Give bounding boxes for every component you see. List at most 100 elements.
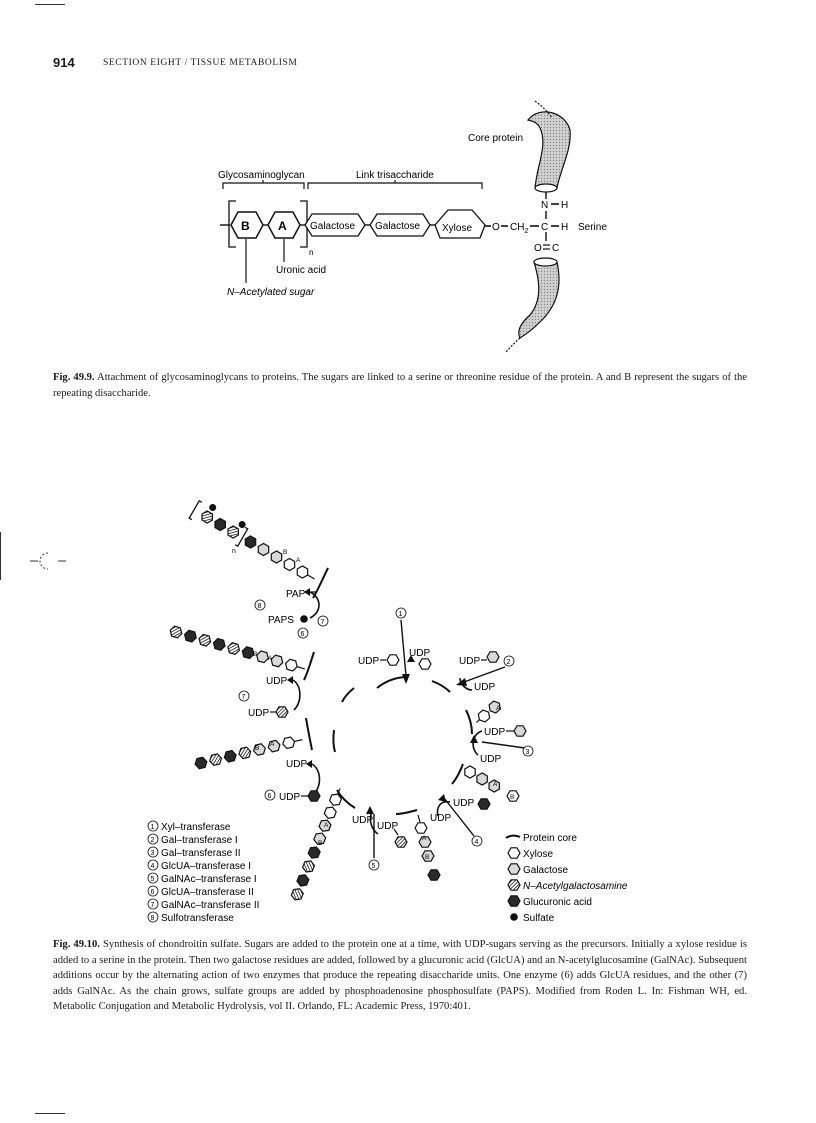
margin-mark xyxy=(0,532,1,580)
figure-49-9-caption: Fig. 49.9. Attachment of glycosaminoglyc… xyxy=(53,372,747,399)
protein-core-1 xyxy=(312,567,329,599)
enzyme-list: 1 Xyl–transferase 2 Gal–transferase I 3 … xyxy=(147,820,259,924)
chain1-subscript-n: n xyxy=(232,548,236,555)
crop-mark-top xyxy=(35,4,65,5)
chain-right-1 xyxy=(475,698,504,725)
enzyme-7: GalNAc–transferase II xyxy=(161,900,259,911)
uronic-acid-label: Uronic acid xyxy=(276,265,326,276)
udp-3a: UDP xyxy=(484,727,505,738)
udp-7b: UDP xyxy=(248,708,269,719)
enzyme-3: Gal–transferase II xyxy=(161,848,240,859)
svg-text:A: A xyxy=(496,705,501,712)
chain-3 xyxy=(193,735,303,771)
glycosaminoglycan-label: Glycosaminoglycan xyxy=(218,170,305,181)
co-o: O xyxy=(534,243,542,254)
udp-2b: UDP xyxy=(474,682,495,693)
svg-text:7: 7 xyxy=(321,619,325,626)
svg-text:A: A xyxy=(493,781,498,788)
udp-2a: UDP xyxy=(459,656,480,667)
crop-mark-bottom xyxy=(35,1113,65,1114)
svg-text:5: 5 xyxy=(372,863,376,870)
paps-label: PAPS xyxy=(268,615,294,626)
xylose xyxy=(434,209,486,239)
sugar-a-label: A xyxy=(278,219,287,233)
udp-6b: UDP xyxy=(279,792,300,803)
link-bracket xyxy=(307,182,483,189)
svg-text:4: 4 xyxy=(151,863,155,870)
enzyme-6: GlcUA–transferase II xyxy=(161,887,254,898)
svg-text:7: 7 xyxy=(242,694,246,701)
svg-text:8: 8 xyxy=(258,603,262,610)
udp-3b: UDP xyxy=(480,754,501,765)
legend-sulfate: Sulfate xyxy=(523,913,555,924)
udp-4b: UDP xyxy=(430,813,451,824)
atom-ch2: CH2 xyxy=(510,222,528,235)
legend-protein-core: Protein core xyxy=(523,833,577,844)
svg-text:B: B xyxy=(510,794,514,801)
svg-text:7: 7 xyxy=(151,902,155,909)
svg-text:B: B xyxy=(253,651,257,658)
svg-text:6: 6 xyxy=(151,889,155,896)
legend-galnac: N–Acetylgalactosamine xyxy=(523,881,628,892)
section-title: SECTION EIGHT / TISSUE METABOLISM xyxy=(103,58,298,68)
core-protein-lower xyxy=(518,261,560,339)
chain1-b: B xyxy=(283,549,287,556)
svg-text:A: A xyxy=(268,655,273,662)
svg-text:6: 6 xyxy=(268,793,272,800)
udp-7a: UDP xyxy=(266,676,287,687)
figure-49-9: Core protein N H n B A Galactose Galacto… xyxy=(218,100,607,353)
link-trisaccharide-label: Link trisaccharide xyxy=(356,170,434,181)
svg-text:A: A xyxy=(422,835,427,842)
svg-text:8: 8 xyxy=(151,915,155,922)
svg-text:1: 1 xyxy=(151,824,155,831)
svg-text:3: 3 xyxy=(526,749,530,756)
serine-label: Serine xyxy=(578,222,607,233)
legend: Protein core Xylose Galactose N–Acetylga… xyxy=(505,833,628,924)
svg-text:2: 2 xyxy=(507,659,511,666)
galactose-1-label: Galactose xyxy=(310,221,355,232)
svg-text:3: 3 xyxy=(151,850,155,857)
bracket-left xyxy=(228,200,236,248)
svg-text:B: B xyxy=(425,854,429,861)
chain-bottom-1 xyxy=(414,814,441,881)
figure-49-10-caption: Fig. 49.10. Synthesis of chondroitin sul… xyxy=(53,939,747,1012)
acetylated-sugar-label: N–Acetylated sugar xyxy=(227,287,315,298)
udp-5a: UDP xyxy=(352,815,373,826)
udp-1-out: UDP xyxy=(409,648,430,659)
xylose-label: Xylose xyxy=(442,223,472,234)
svg-text:B: B xyxy=(318,840,322,847)
legend-glucuronic: Glucuronic acid xyxy=(523,897,592,908)
chain-sulfated xyxy=(188,499,315,581)
sugar-b-label: B xyxy=(241,219,250,233)
protein-core-3 xyxy=(305,717,313,751)
chain-right-2 xyxy=(461,763,503,795)
nh-n: N xyxy=(541,200,548,211)
enzyme-1: Xyl–transferase xyxy=(161,822,231,833)
chain-bottom-2 xyxy=(289,788,344,903)
core-protein-upper xyxy=(526,111,571,189)
svg-text:5: 5 xyxy=(151,876,155,883)
udp-5b: UDP xyxy=(377,821,398,832)
gag-bracket xyxy=(222,182,305,189)
chain-2 xyxy=(168,624,305,673)
core-protein-upper-end xyxy=(534,183,558,193)
atom-c: C xyxy=(541,222,548,233)
galactose-2-label: Galactose xyxy=(375,221,420,232)
udp-6a: UDP xyxy=(286,759,307,770)
atom-o: O xyxy=(492,222,500,233)
co-c: C xyxy=(552,243,559,254)
svg-text:6: 6 xyxy=(301,631,305,638)
registration-mark xyxy=(30,552,66,570)
figure-49-10: n A B PAP PAPS 8 6 7 B A UDP 7 UDP B A U… xyxy=(147,499,628,924)
udp-1: UDP xyxy=(358,656,379,667)
pap-label: PAP xyxy=(286,589,306,600)
svg-text:4: 4 xyxy=(475,839,479,846)
svg-text:B: B xyxy=(255,745,259,752)
enzyme-8: Sulfotransferase xyxy=(161,913,234,924)
svg-text:2: 2 xyxy=(151,837,155,844)
chain1-a: A xyxy=(296,557,301,564)
enzyme-2: Gal–transferase I xyxy=(161,835,238,846)
enzyme-5: GalNAc–transferase I xyxy=(161,874,257,885)
subscript-n: n xyxy=(309,248,313,257)
core-protein-label: Core protein xyxy=(468,133,523,144)
